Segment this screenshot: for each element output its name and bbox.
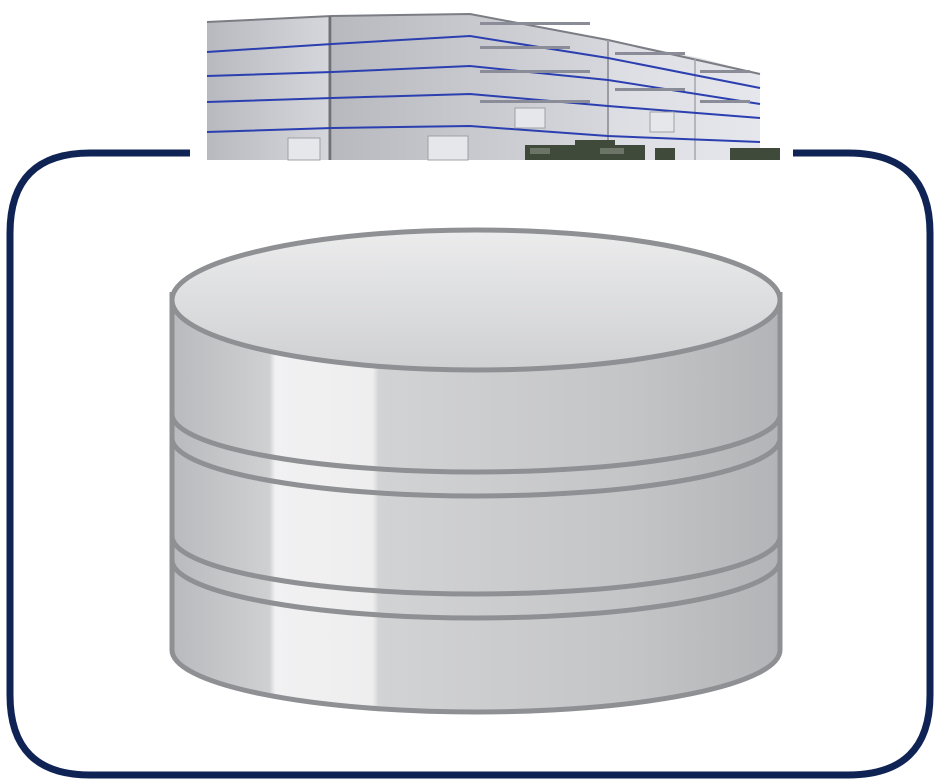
container-frame: [6, 149, 934, 779]
database-cylinder-icon: [169, 227, 783, 715]
warehouse-building-icon: [206, 12, 780, 161]
